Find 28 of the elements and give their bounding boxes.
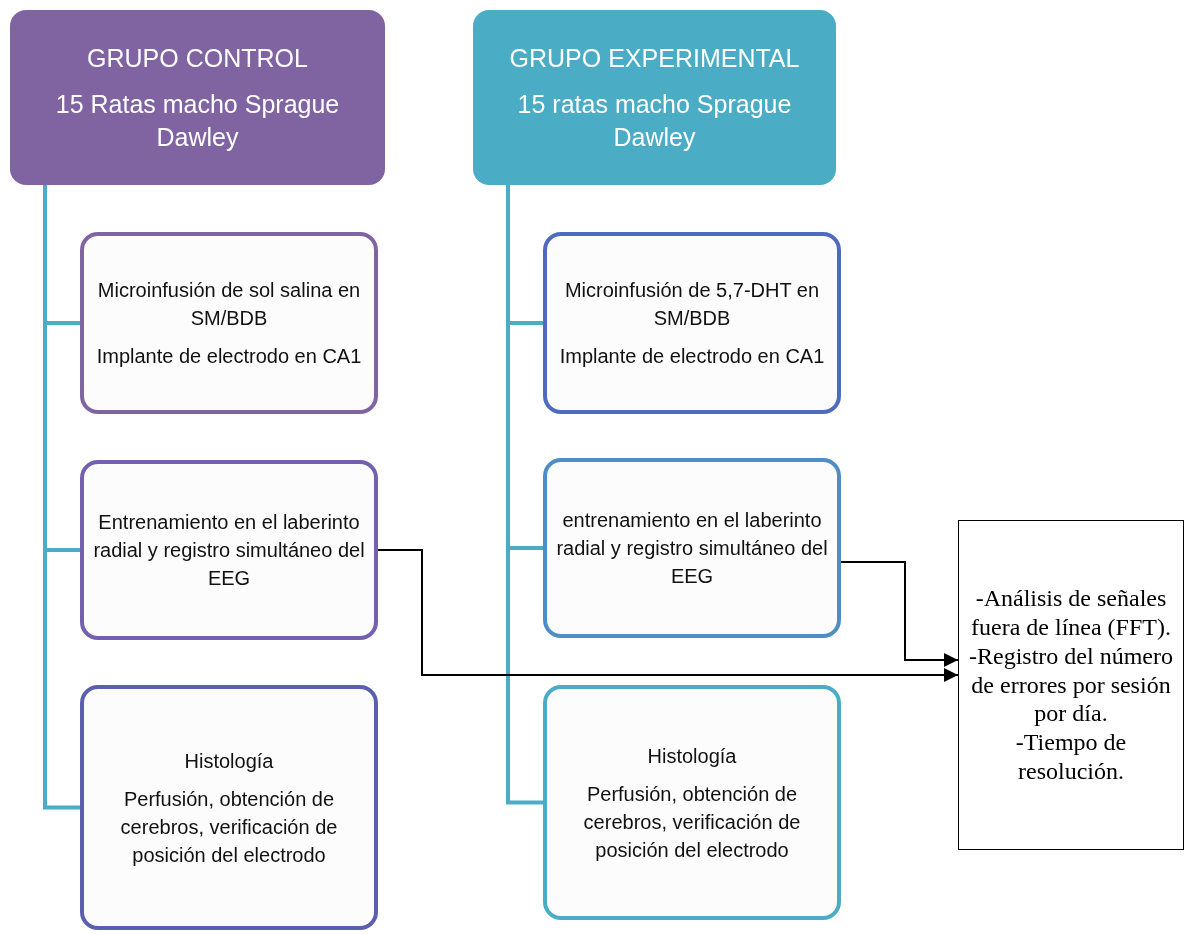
process-box — [543, 232, 841, 414]
group-title: GRUPO CONTROL — [87, 42, 308, 74]
process-box — [80, 232, 378, 414]
process-box — [543, 458, 841, 638]
box-text: -Análisis de señales fuera de línea (FFT). — [970, 584, 1172, 642]
box-text: -Registro del número de errores por sesión por día. — [968, 641, 1174, 729]
box-text: Perfusión, obtención de cerebros, verificación de posición del electrodo — [119, 786, 339, 868]
box-text: Perfusión, obtención de cerebros, verificación de posición del electrodo — [582, 781, 802, 863]
box-text: Entrenamiento en el laberinto radial y registro simultáneo del EEG — [92, 510, 366, 591]
process-box — [543, 685, 841, 920]
box-text: 15 Ratas macho Sprague Dawley — [54, 89, 341, 153]
group-header-box — [473, 10, 836, 185]
box-text: Implante de electrodo en CA1 — [559, 344, 825, 369]
box-text: -Tiempo de resolución. — [1014, 728, 1128, 786]
box-text: Microinfusión de 5,7-DHT en SM/BDB — [563, 278, 821, 331]
box-text: Implante de electrodo en CA1 — [96, 344, 362, 369]
group-title: GRUPO EXPERIMENTAL — [509, 42, 800, 74]
box-text: Microinfusión de sol salina en SM/BDB — [96, 278, 362, 331]
box-text: 15 ratas macho Sprague Dawley — [516, 89, 793, 153]
group-header-box — [10, 10, 385, 185]
note-box — [958, 520, 1184, 850]
box-text: Histología — [647, 743, 737, 769]
arrow — [840, 561, 959, 667]
process-box — [80, 460, 378, 640]
process-box — [80, 685, 378, 930]
box-text: Histología — [184, 748, 274, 774]
box-text: entrenamiento en el laberinto radial y registro simultáneo del EEG — [555, 508, 829, 589]
arrow — [377, 549, 959, 682]
